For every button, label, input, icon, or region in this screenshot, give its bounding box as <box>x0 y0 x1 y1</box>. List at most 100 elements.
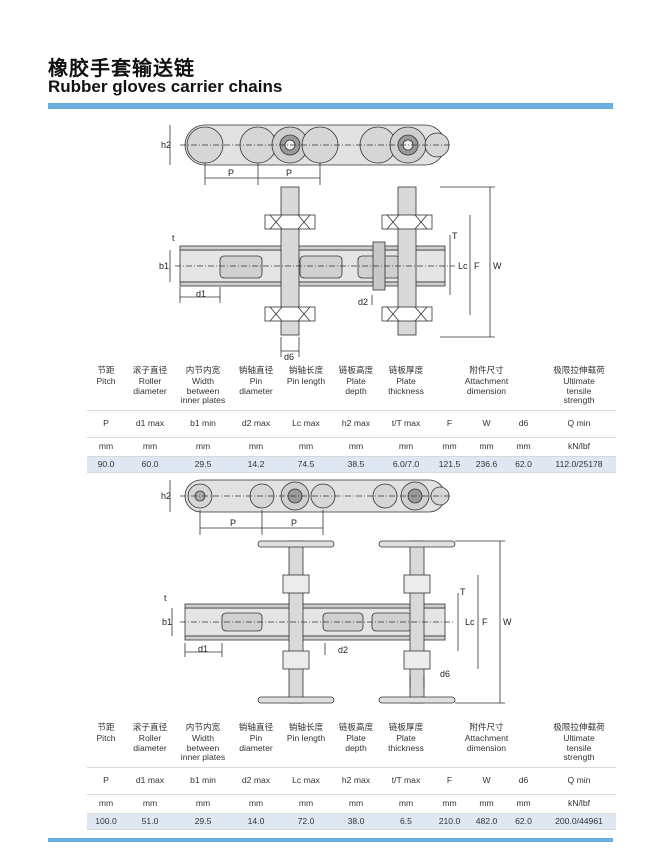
hdr-strength-en: Ultimate tensile strength <box>563 376 595 405</box>
hdr2-attach-cn: 附件尺寸 <box>469 722 504 732</box>
value-cell: 90.0 <box>87 456 125 473</box>
label-d1: d1 <box>196 289 206 299</box>
label-f-2: F <box>482 617 488 627</box>
value-cell: 482.0 <box>468 813 505 830</box>
value-cell: 72.0 <box>281 813 331 830</box>
hdr-width-en: Width between inner plates <box>180 376 226 405</box>
sym-b1: b1 min <box>175 410 231 438</box>
sym2-h2: h2 max <box>331 767 381 795</box>
value-cell: 112.0/25178 <box>542 456 616 473</box>
hdr2-plate-thk-en: Plate thickness <box>388 733 424 753</box>
unit-cell: mm <box>125 794 175 814</box>
value-cell: 200.0/44961 <box>542 813 616 830</box>
label-pitch-2a: P <box>230 518 236 528</box>
hdr2-roller-cn: 滚子直径 <box>132 722 168 732</box>
sym-lc: Lc max <box>281 410 331 438</box>
hdr-roller-cn: 滚子直径 <box>132 365 168 375</box>
label-b1: b1 <box>159 261 169 271</box>
value-cell: 62.0 <box>505 813 542 830</box>
value-cell: 51.0 <box>125 813 175 830</box>
sym-w: W <box>468 410 505 438</box>
hdr-plate-thk-cn: 链板厚度 <box>388 365 424 375</box>
label-f: F <box>474 261 480 271</box>
sym-p: P <box>87 410 125 438</box>
hdr-attach-cn: 附件尺寸 <box>469 365 504 375</box>
value-cell: 6.5 <box>381 813 431 830</box>
sym-d6: d6 <box>505 410 542 438</box>
hdr2-roller-en: Roller diameter <box>133 733 167 753</box>
value-cell: 60.0 <box>125 456 175 473</box>
label-pitch-a: P <box>228 168 234 178</box>
hdr2-strength-en: Ultimate tensile strength <box>563 733 595 762</box>
unit-cell: mm <box>87 794 125 814</box>
unit-cell: mm <box>381 437 431 457</box>
unit-cell: mm <box>331 794 381 814</box>
hdr2-pin-len-en: Pin length <box>286 733 326 744</box>
value-cell: 29.5 <box>175 456 231 473</box>
unit-cell: kN/lbf <box>542 437 616 457</box>
sym2-d2: d2 max <box>231 767 281 795</box>
label-d6: d6 <box>284 352 294 362</box>
hdr2-width-en: Width between inner plates <box>180 733 226 762</box>
label-pitch-2b: P <box>291 518 297 528</box>
top-divider-bar <box>48 103 613 109</box>
unit-cell: mm <box>468 794 505 814</box>
label-w-2: W <box>503 617 512 627</box>
bottom-divider-bar <box>48 838 613 842</box>
value-cell: 14.0 <box>231 813 281 830</box>
label-h2: h2 <box>161 140 171 150</box>
hdr2-pin-len-cn: 销轴长度 <box>288 722 324 732</box>
unit-cell: mm <box>125 437 175 457</box>
label-lc: Lc <box>458 261 468 271</box>
sym2-f: F <box>431 767 468 795</box>
unit-cell: mm <box>231 794 281 814</box>
label-d1-2: d1 <box>198 644 208 654</box>
hdr-roller-en: Roller diameter <box>133 376 167 396</box>
label-d2: d2 <box>358 297 368 307</box>
sym2-d6: d6 <box>505 767 542 795</box>
sym-d1: d1 max <box>125 410 175 438</box>
label-lc-2: Lc <box>465 617 475 627</box>
sym-h2: h2 max <box>331 410 381 438</box>
hdr2-pitch-cn: 节距 <box>97 722 115 732</box>
value-cell: 38.5 <box>331 456 381 473</box>
value-cell: 121.5 <box>431 456 468 473</box>
value-cell: 29.5 <box>175 813 231 830</box>
sym-f: F <box>431 410 468 438</box>
label-T-2: T <box>460 587 466 597</box>
unit-cell: mm <box>231 437 281 457</box>
unit-cell: mm <box>505 794 542 814</box>
hdr2-attach-en: Attachment dimension <box>464 733 509 753</box>
hdr2-strength-cn: 极限拉伸载荷 <box>553 722 605 732</box>
hdr-pin-dia-en: Pin diameter <box>239 376 273 396</box>
hdr-pin-dia-cn: 销轴直径 <box>238 365 274 375</box>
unit-cell: mm <box>431 437 468 457</box>
hdr-strength-cn: 极限拉伸载荷 <box>553 365 605 375</box>
label-T: T <box>452 231 458 241</box>
label-pitch-b: P <box>286 168 292 178</box>
hdr2-plate-depth-en: Plate depth <box>345 733 367 753</box>
hdr-plate-depth-cn: 链板高度 <box>338 365 374 375</box>
hdr2-pin-dia-cn: 销轴直径 <box>238 722 274 732</box>
hdr-pin-len-cn: 销轴长度 <box>288 365 324 375</box>
title-chinese: 橡胶手套输送链 <box>48 56 195 80</box>
unit-cell: mm <box>87 437 125 457</box>
value-cell: 74.5 <box>281 456 331 473</box>
unit-cell: mm <box>281 437 331 457</box>
sym2-lc: Lc max <box>281 767 331 795</box>
value-cell: 6.0/7.0 <box>381 456 431 473</box>
hdr-plate-thk-en: Plate thickness <box>388 376 424 396</box>
label-d6-2: d6 <box>440 669 450 679</box>
hdr2-plate-thk-cn: 链板厚度 <box>388 722 424 732</box>
unit-cell: mm <box>175 437 231 457</box>
value-cell: 100.0 <box>87 813 125 830</box>
value-cell: 38.0 <box>331 813 381 830</box>
sym-q: Q min <box>542 410 616 438</box>
hdr-pitch-cn: 节距 <box>97 365 115 375</box>
label-h2-2: h2 <box>161 491 171 501</box>
unit-cell: mm <box>431 794 468 814</box>
hdr2-width-cn: 内节内宽 <box>185 722 221 732</box>
value-cell: 14.2 <box>231 456 281 473</box>
hdr-width-cn: 内节内宽 <box>185 365 221 375</box>
